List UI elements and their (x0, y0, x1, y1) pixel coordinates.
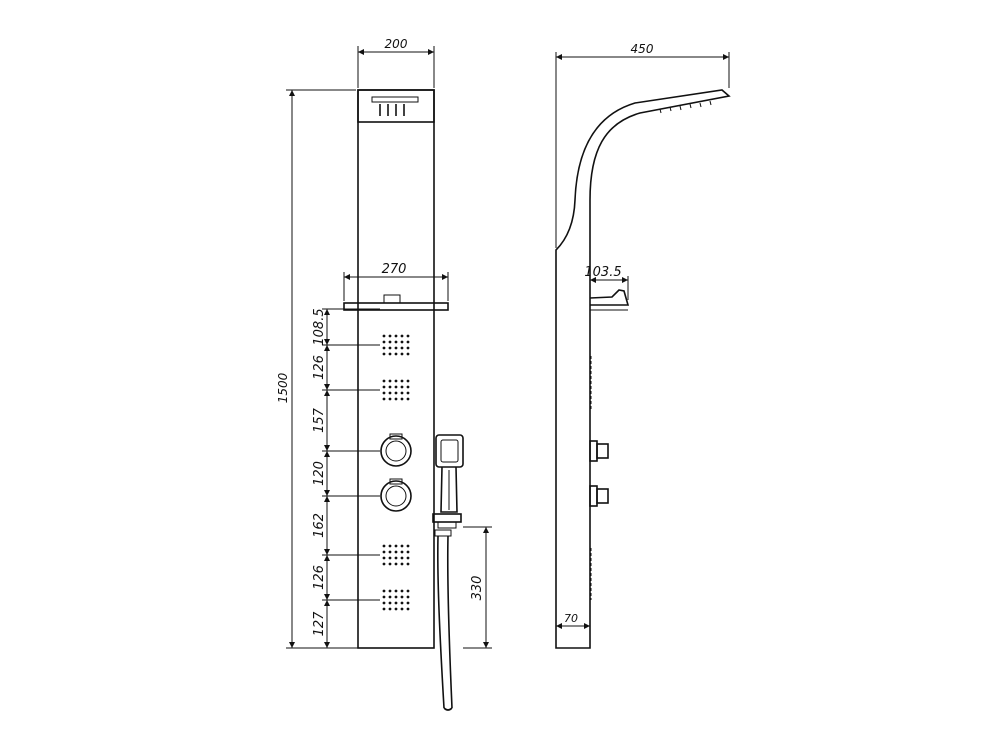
diverter-knob (380, 478, 412, 512)
dim-projection-label: 450 (631, 42, 654, 56)
body-jet (382, 334, 410, 356)
side-view: 450 103.5 70 (555, 42, 731, 649)
thermostat-knob (380, 433, 412, 467)
dim-total-height-label: 1500 (276, 372, 290, 403)
dim-shelf-width: 270 (343, 262, 449, 301)
thermostat-knob-side (589, 440, 609, 462)
shelf-outlet (383, 294, 401, 304)
dim-shelf-depth: 103.5 (584, 265, 629, 300)
dim-hose-height: 330 (463, 526, 492, 649)
dim-top-width-label: 200 (385, 37, 408, 51)
spacing-label: 162 (312, 513, 327, 538)
spacing-label: 108.5 (312, 308, 327, 345)
shower-hose (434, 529, 453, 711)
dim-total-height: 1500 (276, 89, 356, 649)
rain-head-slot (371, 96, 419, 103)
body-jet (382, 589, 410, 611)
spacing-label: 120 (312, 461, 327, 486)
spacing-label: 127 (312, 611, 327, 637)
spacing-label: 126 (312, 355, 327, 380)
dim-top-width: 200 (357, 37, 435, 88)
hand-shower-holder (432, 513, 462, 529)
hand-shower (435, 434, 464, 513)
rain-head-nozzles (379, 104, 405, 116)
panel-body (357, 89, 435, 649)
body-jet (382, 544, 410, 566)
diverter-knob-side (589, 485, 609, 507)
dim-hose-height-label: 330 (470, 576, 485, 601)
shelf-side (589, 289, 630, 306)
spacing-label: 157 (312, 407, 327, 433)
body-jet (382, 379, 410, 401)
body-jets (382, 334, 410, 611)
spacing-dimension-chain: 108.5 126 157 120 162 126 127 (312, 308, 380, 649)
dim-shelf-depth-label: 103.5 (584, 265, 621, 280)
dim-bottom-depth-label: 70 (564, 612, 578, 625)
dim-shelf-width-label: 270 (382, 262, 407, 277)
dim-projection: 450 (555, 42, 730, 248)
front-view: 200 270 1500 108.5 126 157 120 162 126 127 330 (276, 37, 492, 711)
side-profile (555, 89, 731, 649)
spacing-label: 126 (312, 565, 327, 590)
dim-bottom-depth: 70 (556, 612, 590, 629)
rain-head-side-nozzles (659, 100, 712, 114)
